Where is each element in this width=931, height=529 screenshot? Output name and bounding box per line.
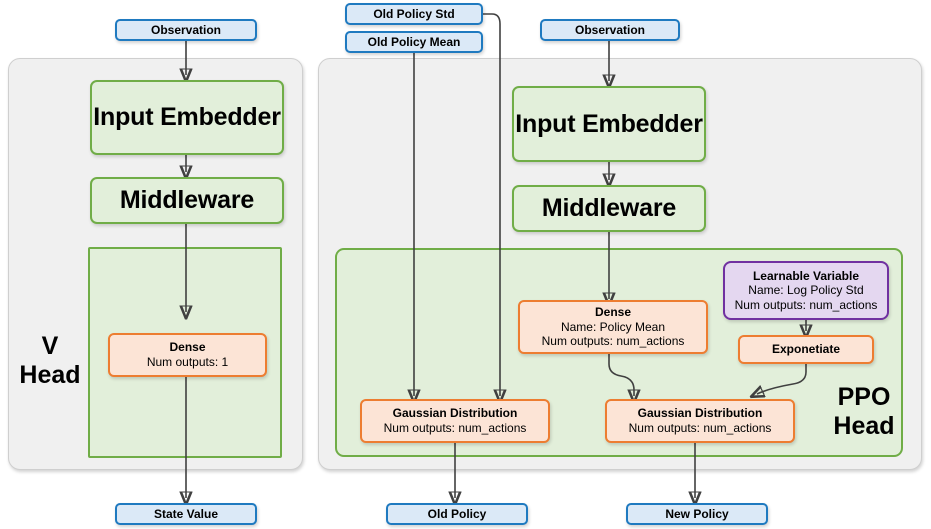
ppo-gaussian-old-title: Gaussian Distribution xyxy=(392,406,518,421)
output-state-value-label: State Value xyxy=(153,506,219,521)
ppo-head-label: PPO Head xyxy=(833,383,895,440)
v-dense[interactable]: Dense Num outputs: 1 xyxy=(108,333,267,377)
ppo-learnable-variable[interactable]: Learnable Variable Name: Log Policy Std … xyxy=(723,261,889,320)
input-observation-ppo[interactable]: Observation xyxy=(540,19,680,41)
output-new-policy[interactable]: New Policy xyxy=(626,503,768,525)
ppo-policy-mean-dense-line-1: Num outputs: num_actions xyxy=(541,334,685,349)
ppo-middleware-label: Middleware xyxy=(541,194,677,223)
input-observation-v-label: Observation xyxy=(150,22,222,37)
v-input-embedder[interactable]: Input Embedder xyxy=(90,80,284,155)
ppo-policy-mean-dense[interactable]: Dense Name: Policy Mean Num outputs: num… xyxy=(518,300,708,354)
v-dense-title: Dense xyxy=(169,340,206,355)
ppo-gaussian-new-line-0: Num outputs: num_actions xyxy=(628,421,772,435)
ppo-input-embedder[interactable]: Input Embedder xyxy=(512,86,706,162)
v-middleware-label: Middleware xyxy=(119,186,255,215)
ppo-gaussian-new-title: Gaussian Distribution xyxy=(637,406,763,421)
output-state-value[interactable]: State Value xyxy=(115,503,257,525)
v-middleware[interactable]: Middleware xyxy=(90,177,284,224)
ppo-policy-mean-dense-title: Dense xyxy=(594,305,632,320)
ppo-gaussian-old-line-0: Num outputs: num_actions xyxy=(383,421,527,435)
v-dense-line-0: Num outputs: 1 xyxy=(146,355,229,369)
ppo-exponentiate-title: Exponetiate xyxy=(771,342,840,357)
input-old-policy-std[interactable]: Old Policy Std xyxy=(345,3,483,25)
output-old-policy[interactable]: Old Policy xyxy=(386,503,528,525)
ppo-learnable-variable-title: Learnable Variable xyxy=(752,268,860,283)
input-old-policy-mean[interactable]: Old Policy Mean xyxy=(345,31,483,53)
output-new-policy-label: New Policy xyxy=(665,506,729,521)
input-old-policy-mean-label: Old Policy Mean xyxy=(367,34,461,49)
input-old-policy-std-label: Old Policy Std xyxy=(373,6,455,21)
ppo-policy-mean-dense-line-0: Name: Policy Mean xyxy=(560,319,666,334)
ppo-input-embedder-label: Input Embedder xyxy=(515,109,703,138)
ppo-gaussian-new[interactable]: Gaussian Distribution Num outputs: num_a… xyxy=(605,399,795,443)
ppo-exponentiate[interactable]: Exponetiate xyxy=(738,335,874,364)
ppo-middleware[interactable]: Middleware xyxy=(512,185,706,232)
ppo-learnable-variable-line-1: Num outputs: num_actions xyxy=(734,297,878,312)
v-input-embedder-label: Input Embedder xyxy=(93,103,281,132)
ppo-gaussian-old[interactable]: Gaussian Distribution Num outputs: num_a… xyxy=(360,399,550,443)
output-old-policy-label: Old Policy xyxy=(427,506,487,521)
input-observation-v[interactable]: Observation xyxy=(115,19,257,41)
v-head-label: V Head xyxy=(19,332,81,389)
input-observation-ppo-label: Observation xyxy=(574,22,646,37)
ppo-learnable-variable-line-0: Name: Log Policy Std xyxy=(748,283,864,298)
